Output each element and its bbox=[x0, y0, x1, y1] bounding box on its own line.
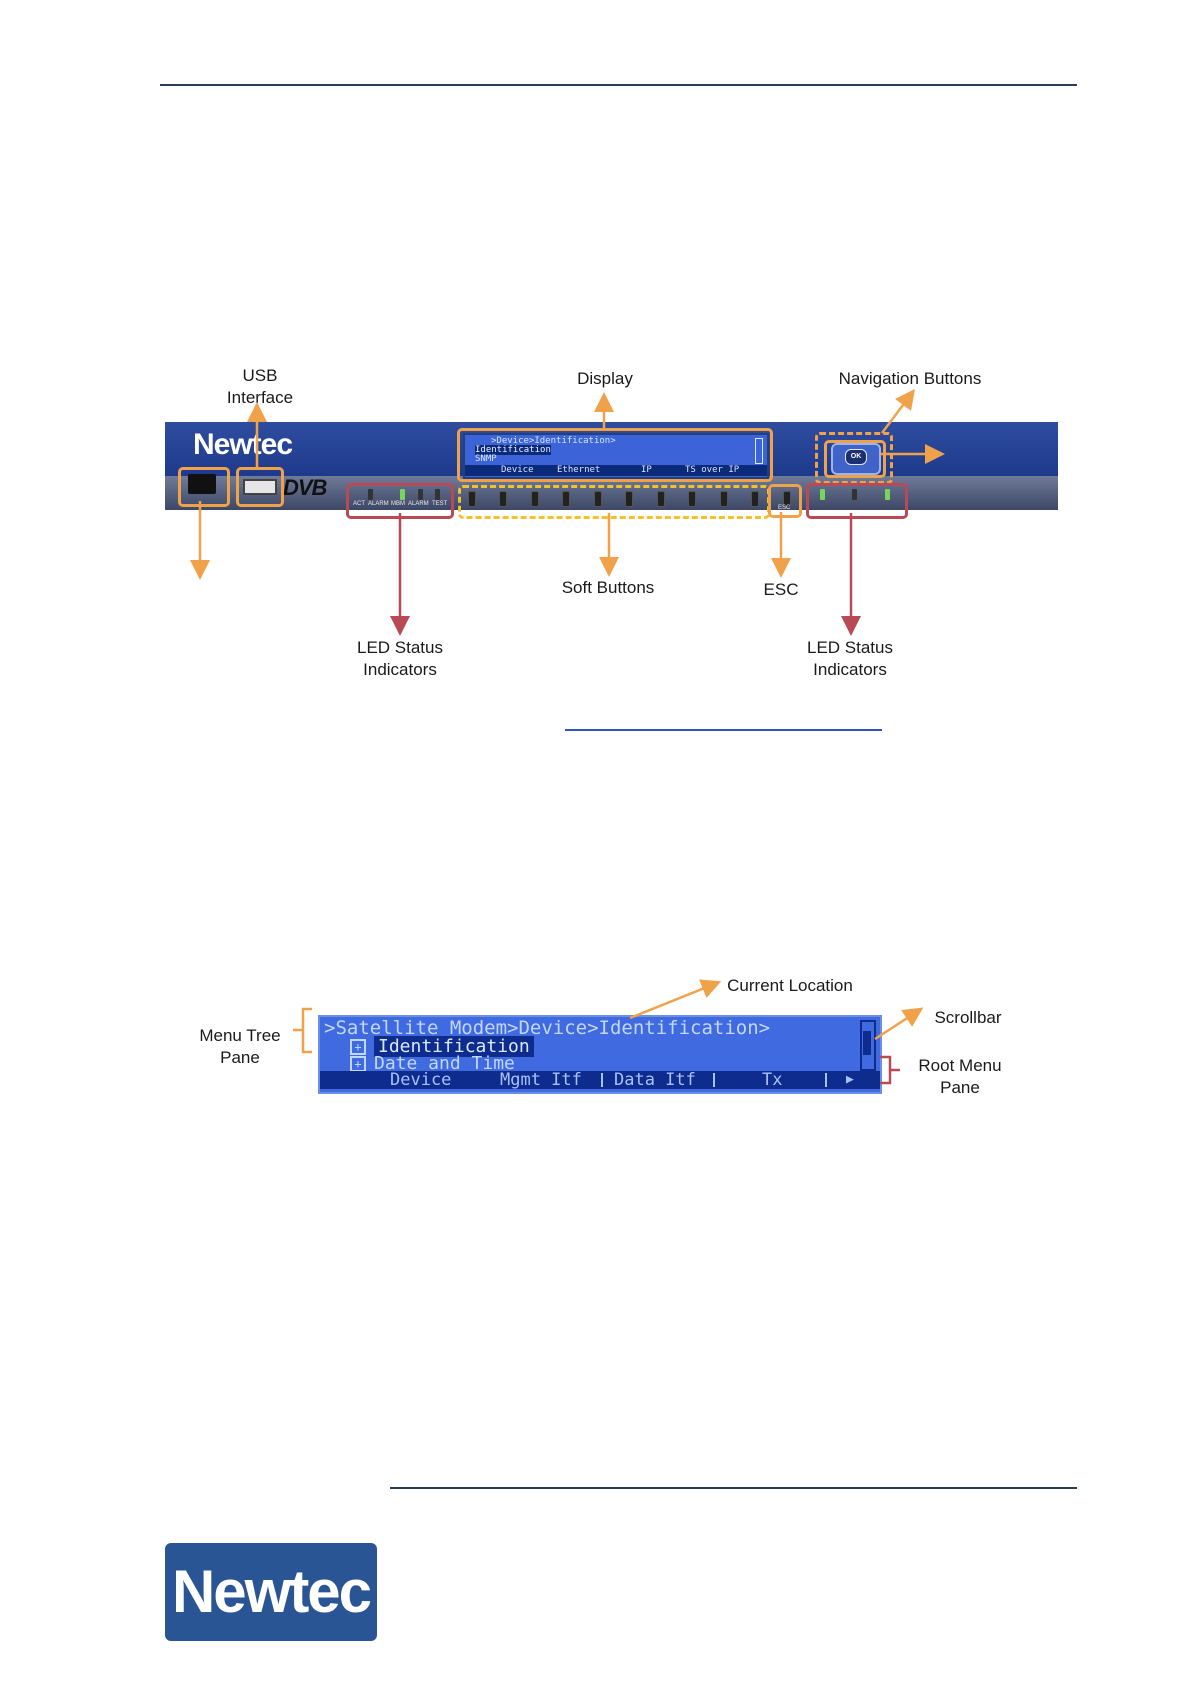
menu-item-identification: Identification bbox=[374, 1036, 534, 1057]
lcd-zoom-display: >Satellite Modem>Device>Identification> … bbox=[318, 1015, 882, 1094]
lcd-item-identification: Identification bbox=[475, 445, 551, 455]
led-label-test: TEST bbox=[432, 501, 448, 507]
newtec-footer-logo: Newtec bbox=[165, 1543, 377, 1641]
led-label-alarm-2: ALARM bbox=[408, 501, 429, 507]
lcd-path: >Device>Identification> bbox=[491, 436, 616, 446]
display-label: Display bbox=[577, 369, 633, 388]
display-highlight bbox=[457, 428, 773, 482]
footer-rule bbox=[390, 1487, 1077, 1489]
scrollbar-arrow bbox=[874, 1007, 924, 1041]
caption-link-underline[interactable] bbox=[565, 729, 882, 731]
soft-button-9[interactable] bbox=[720, 491, 728, 507]
header-rule bbox=[160, 84, 1077, 86]
soft-button-7[interactable] bbox=[657, 491, 665, 507]
esc-button-label: ESC bbox=[778, 505, 791, 511]
soft-button-4[interactable] bbox=[562, 491, 570, 507]
led-right-2 bbox=[852, 489, 857, 500]
tab-separator bbox=[601, 1073, 603, 1087]
lcd-scrollbar bbox=[755, 438, 763, 464]
led-label-alarm: ALARM bbox=[368, 501, 389, 507]
soft-button-1[interactable] bbox=[468, 491, 476, 507]
esc-label: ESC bbox=[763, 580, 799, 599]
esc-highlight bbox=[768, 484, 802, 518]
scrollbar[interactable] bbox=[860, 1020, 876, 1071]
lcd-tab-ts-over-ip: TS over IP bbox=[685, 465, 740, 475]
root-menu-bar bbox=[320, 1071, 880, 1089]
expand-icon: + bbox=[350, 1039, 366, 1055]
menu-item-date-and-time: Date and Time bbox=[374, 1053, 515, 1074]
scrollbar-thumb[interactable] bbox=[863, 1031, 871, 1055]
callout-arrows bbox=[190, 389, 945, 636]
navigation-highlight bbox=[815, 432, 893, 484]
tab-separator bbox=[825, 1073, 827, 1087]
led-right-3 bbox=[885, 489, 890, 500]
dvb-logo: DVB bbox=[283, 475, 327, 500]
soft-buttons-label: Soft Buttons bbox=[561, 578, 655, 597]
lcd-tab-ethernet: Ethernet bbox=[557, 465, 601, 475]
menu-tree-bracket bbox=[293, 1007, 312, 1054]
root-tab-device[interactable]: Device bbox=[390, 1070, 452, 1090]
soft-button-8[interactable] bbox=[688, 491, 696, 507]
scrollbar-label: Scrollbar bbox=[934, 1008, 1002, 1027]
lcd-tabbar bbox=[465, 465, 767, 476]
soft-button-5[interactable] bbox=[594, 491, 602, 507]
ethernet-port-highlight bbox=[178, 467, 230, 507]
led-test bbox=[435, 489, 440, 500]
tab-separator bbox=[713, 1073, 715, 1087]
ethernet-port-icon bbox=[188, 474, 216, 494]
lcd-tab-device: Device bbox=[501, 465, 534, 475]
current-location-arrow bbox=[629, 979, 722, 1020]
more-arrow-icon[interactable]: ▶ bbox=[846, 1072, 854, 1087]
newtec-logo-text: Newtec bbox=[171, 1558, 372, 1625]
led-alarm bbox=[400, 489, 405, 500]
soft-button-10[interactable] bbox=[751, 491, 759, 507]
led-status-right-label: LED Status Indicators bbox=[807, 638, 893, 679]
led-right-highlight bbox=[806, 483, 908, 519]
root-menu-bracket bbox=[880, 1055, 900, 1085]
current-location-label: Current Location bbox=[727, 976, 853, 995]
usb-port-icon bbox=[243, 479, 277, 495]
led-status-left-label: LED Status Indicators bbox=[357, 638, 443, 679]
navigation-arrow bbox=[881, 389, 915, 434]
soft-button-2[interactable] bbox=[499, 491, 507, 507]
lcd-tab-ip: IP bbox=[641, 465, 652, 475]
ok-button[interactable]: OK bbox=[845, 449, 867, 465]
esc-button[interactable] bbox=[783, 491, 791, 507]
led-mbm-alarm bbox=[418, 489, 423, 500]
led-label-act: ACT bbox=[353, 501, 365, 507]
tab-separator bbox=[477, 1073, 479, 1087]
root-tab-tx[interactable]: Tx bbox=[762, 1070, 783, 1090]
current-location-path: >Satellite Modem>Device>Identification> bbox=[324, 1017, 771, 1039]
led-right-1 bbox=[820, 489, 825, 500]
panel-lcd-display: >Device>Identification> Identification S… bbox=[463, 433, 769, 479]
led-label-mbm: MBM bbox=[391, 501, 405, 507]
navigation-buttons-label: Navigation Buttons bbox=[838, 369, 982, 388]
led-act bbox=[368, 489, 373, 500]
usb-port-highlight bbox=[236, 467, 284, 507]
soft-button-6[interactable] bbox=[625, 491, 633, 507]
lcd-callouts bbox=[293, 979, 924, 1085]
root-tab-data-itf[interactable]: Data Itf bbox=[614, 1070, 696, 1090]
root-tab-mgmt-itf[interactable]: Mgmt Itf bbox=[500, 1070, 582, 1090]
lcd-item-snmp: SNMP bbox=[475, 454, 497, 464]
menu-tree-pane-label: Menu Tree Pane bbox=[199, 1026, 281, 1067]
newtec-panel-logo: Newtec bbox=[193, 428, 293, 461]
soft-button-3[interactable] bbox=[531, 491, 539, 507]
usb-interface-label: USB Interface bbox=[226, 366, 294, 407]
ok-highlight bbox=[824, 440, 886, 478]
root-menu-pane-label: Root Menu Pane bbox=[918, 1056, 1002, 1097]
